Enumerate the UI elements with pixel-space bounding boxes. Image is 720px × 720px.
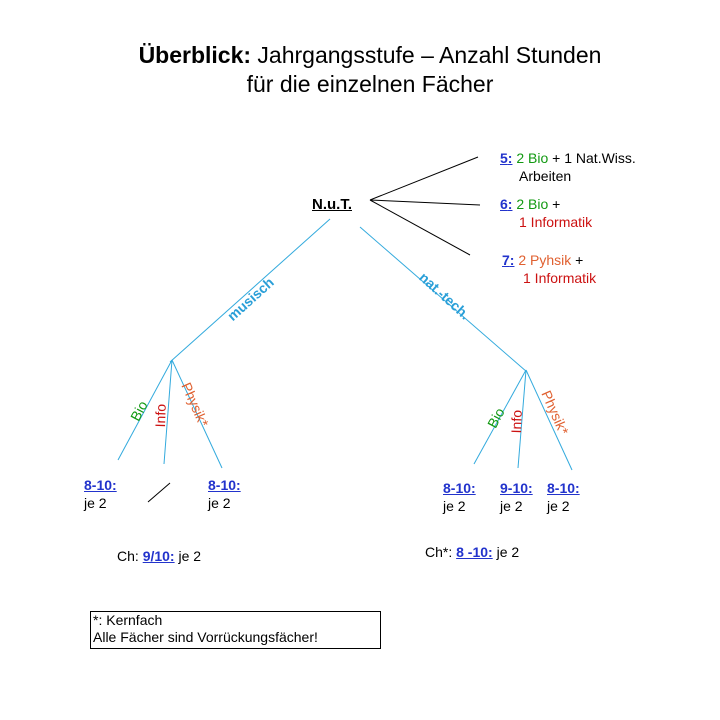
no-info-slash [147, 482, 171, 503]
left-branch-info [163, 359, 173, 465]
grade-6-bio: 2 Bio [516, 196, 549, 212]
right-bio-hours: je 2 [443, 498, 466, 514]
left-bio-leaf: 8-10: je 2 [84, 476, 117, 512]
right-info-hours: je 2 [500, 498, 523, 514]
line-to-grade-6 [369, 199, 481, 206]
left-label-info: Info [152, 403, 169, 428]
right-branch-info [517, 369, 527, 469]
left-chemistry: Ch: 9/10: je 2 [117, 548, 201, 564]
root-node: N.u.T. [312, 196, 352, 213]
left-branch-bio [117, 359, 173, 461]
branch-musisch [169, 218, 331, 363]
grade-6-informatik: 1 Informatik [519, 214, 593, 230]
legend-kernfach: *: Kernfach [93, 612, 163, 628]
grade-7-plus: + [575, 252, 584, 268]
left-bio-hours: je 2 [84, 495, 107, 511]
left-ch-range: 9/10: [142, 548, 175, 564]
grade-5-arbeiten: Arbeiten [519, 168, 572, 184]
branch-nat-tech [359, 226, 528, 373]
grade-6-entry: 6: 2 Bio + [500, 196, 560, 212]
grade-7-colon: : [509, 252, 515, 268]
right-label-info: Info [508, 409, 525, 434]
left-physik-range: 8-10: [208, 477, 241, 493]
title-bold: Überblick: [138, 42, 252, 68]
right-ch-hours: je 2 [496, 544, 520, 560]
title-rest: Jahrgangsstufe – Anzahl Stunden [251, 42, 602, 68]
grade-7-informatik: 1 Informatik [523, 270, 597, 286]
grade-5-bio: 2 Bio [516, 150, 549, 166]
grade-7-number: 7 [502, 252, 510, 268]
grade-6-number: 6 [500, 196, 508, 212]
right-ch-range: 8 -10: [456, 544, 493, 560]
grade-5-extra: + 1 Nat.Wiss. [552, 150, 636, 166]
grade-5-colon: : [507, 150, 513, 166]
right-physik-hours: je 2 [547, 498, 570, 514]
left-bio-range: 8-10: [84, 477, 117, 493]
right-info-leaf: 9-10: je 2 [500, 479, 533, 515]
right-info-range: 9-10: [500, 480, 533, 496]
right-ch-prefix: Ch*: [425, 544, 453, 560]
legend-box: *: Kernfach Alle Fächer sind Vorrückungs… [90, 611, 381, 649]
grade-6-plus: + [552, 196, 561, 212]
left-physik-leaf: 8-10: je 2 [208, 476, 241, 512]
grade-6-colon: : [507, 196, 513, 212]
right-physik-leaf: 8-10: je 2 [547, 479, 580, 515]
right-chemistry: Ch*: 8 -10: je 2 [425, 544, 519, 560]
line-to-grade-5 [369, 156, 479, 201]
title-line-1: Überblick: Jahrgangsstufe – Anzahl Stund… [0, 42, 720, 69]
left-ch-prefix: Ch: [117, 548, 139, 564]
right-bio-leaf: 8-10: je 2 [443, 479, 476, 515]
grade-7-entry: 7: 2 Pyhsik + [502, 252, 583, 268]
grade-5-number: 5 [500, 150, 508, 166]
grade-5-entry: 5: 2 Bio + 1 Nat.Wiss. [500, 150, 636, 166]
legend-note: Alle Fächer sind Vorrückungsfächer! [93, 629, 318, 645]
left-ch-hours: je 2 [178, 548, 202, 564]
title-line-2: für die einzelnen Fächer [246, 71, 494, 97]
right-branch-physik [525, 369, 573, 471]
grade-7-physik: 2 Pyhsik [518, 252, 572, 268]
right-branch-bio [473, 369, 527, 465]
left-branch-physik [171, 359, 223, 469]
line-to-grade-7 [369, 199, 471, 256]
right-physik-range: 8-10: [547, 480, 580, 496]
right-bio-range: 8-10: [443, 480, 476, 496]
left-physik-hours: je 2 [208, 495, 231, 511]
